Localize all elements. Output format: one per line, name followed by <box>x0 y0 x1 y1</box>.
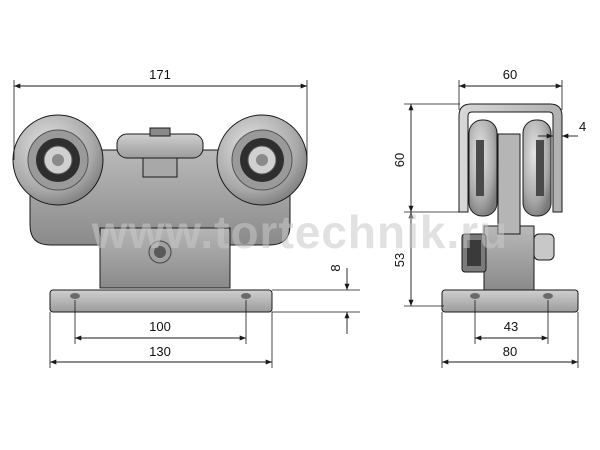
front-view: 171 8 100 130 <box>12 67 360 368</box>
side-wheel-right-bearing <box>536 140 544 196</box>
dim-100-label: 100 <box>149 319 171 334</box>
dim-43-label: 43 <box>504 319 518 334</box>
side-base-hole-right <box>543 293 553 299</box>
front-base-hole-right <box>241 293 251 299</box>
dim-171-label: 171 <box>149 67 171 82</box>
front-wheel-right <box>216 114 308 206</box>
side-wheel-left-bearing <box>476 140 484 196</box>
front-pedestal-bolt-hole <box>154 246 166 258</box>
dim-4-label: 4 <box>579 119 586 134</box>
dim-60h-label: 60 <box>392 153 407 167</box>
side-track <box>458 103 563 213</box>
front-guide-roller-nut <box>149 127 171 137</box>
dim-60w-label: 60 <box>503 67 517 82</box>
side-view: 60 4 60 53 43 80 <box>392 67 586 368</box>
side-post <box>483 225 535 291</box>
front-wheel-left <box>12 114 104 206</box>
watermark-text: www.tortechnik.ru <box>91 206 509 258</box>
side-base-plate <box>441 289 579 313</box>
side-shaft <box>533 233 555 261</box>
dim-130-label: 130 <box>149 344 171 359</box>
front-guide-roller <box>116 133 204 159</box>
dim-80-label: 80 <box>503 344 517 359</box>
side-bolt-nut-face <box>467 240 481 266</box>
front-base-plate <box>49 289 273 313</box>
side-post-center <box>497 133 521 235</box>
dim-53-label: 53 <box>392 253 407 267</box>
dim-8-label: 8 <box>328 264 343 271</box>
side-base-hole-left <box>470 293 480 299</box>
front-base-hole-left <box>70 293 80 299</box>
